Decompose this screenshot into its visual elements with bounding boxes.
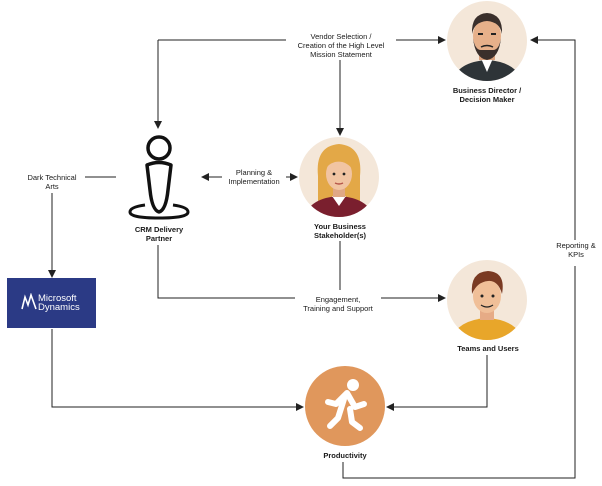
edge-reporting-to-director: [530, 36, 576, 240]
edge-dynamics-to-productivity: [51, 329, 304, 411]
engagement-label: Engagement, Training and Support: [295, 295, 381, 313]
edge-teams-to-productivity: [386, 355, 488, 411]
dynamics-logo-icon: [21, 293, 37, 310]
crm-partner-label: CRM Delivery Partner: [134, 225, 184, 243]
planning-label: Planning & Implementation: [222, 168, 286, 186]
dynamics-line1: Microsoft: [38, 293, 77, 304]
edge-productivity-reporting: [342, 266, 576, 479]
reporting-label: Reporting & KPIs: [552, 241, 600, 259]
stakeholder-avatar: [299, 137, 379, 217]
microsoft-dynamics-logo: Microsoft Dynamics: [7, 278, 96, 328]
teams-users-label: Teams and Users: [457, 344, 519, 353]
stakeholders-label: Your Business Stakeholder(s): [313, 222, 367, 240]
vendor-selection-label: Vendor Selection / Creation of the High …: [286, 32, 396, 59]
dynamics-line2: Dynamics: [38, 302, 80, 313]
productivity-label: Productivity: [323, 451, 367, 460]
business-director-avatar: [447, 1, 527, 81]
dark-arts-label: Dark Technical Arts: [19, 173, 85, 191]
business-director-label: Business Director / Decision Maker: [452, 86, 522, 104]
crm-partner-icon: [128, 135, 190, 220]
productivity-icon: [305, 366, 385, 446]
edge-crm-engagement: [157, 245, 300, 299]
teams-users-avatar: [447, 260, 527, 340]
